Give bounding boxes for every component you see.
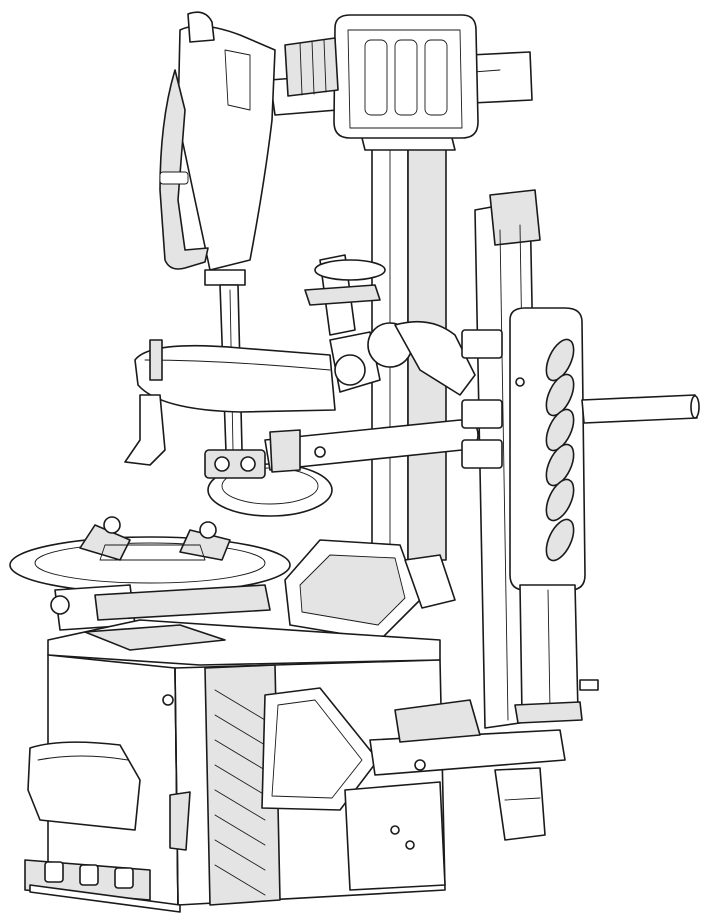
swing-head (159, 11, 276, 286)
bead-breaker-shoe (261, 687, 379, 811)
accessory-tray (284, 539, 456, 641)
top-arm (269, 14, 533, 139)
side-housing (509, 307, 586, 591)
helper-arm-center (304, 254, 476, 396)
turntable (9, 516, 291, 631)
side-rod (581, 394, 700, 424)
lower-cylinder (514, 584, 599, 724)
press-disc (204, 449, 333, 517)
cabinet (24, 619, 446, 913)
bead-breaker-arm (344, 699, 566, 891)
helper-arm-left (124, 339, 336, 466)
